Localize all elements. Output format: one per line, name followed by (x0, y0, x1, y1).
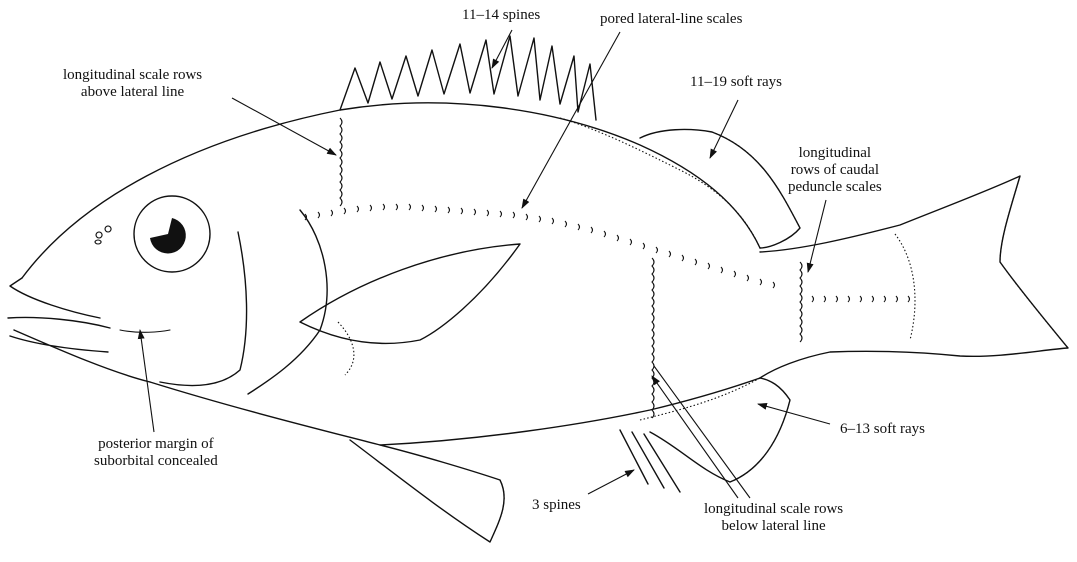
fish-snout (8, 278, 150, 382)
label-peduncle-rows-line2: rows of caudal (788, 162, 882, 179)
label-peduncle-rows-line3: peduncle scales (788, 179, 882, 196)
leader-peduncle-rows (808, 200, 826, 272)
label-scale-rows-below-line2: below lateral line (704, 518, 843, 535)
soft-dorsal-fin-edge (712, 132, 800, 228)
label-scale-rows-below: longitudinal scale rows below lateral li… (704, 501, 843, 535)
tail-fin-rays-edge (895, 176, 1068, 348)
label-anal-spines-text: 3 spines (532, 497, 581, 514)
pectoral-fin-base (338, 322, 354, 375)
label-dorsal-spines-text: 11–14 spines (462, 7, 540, 24)
dorsal-spine-membrane (560, 118, 760, 248)
scale-row-below (652, 258, 654, 418)
peduncle-scale-row (800, 262, 802, 342)
label-anal-spines: 3 spines (532, 497, 581, 514)
label-scale-rows-above-line1: longitudinal scale rows (63, 67, 202, 84)
leader-suborbital (140, 330, 154, 432)
label-dorsal-spines: 11–14 spines (462, 7, 540, 24)
peduncle-scales (812, 296, 910, 302)
leader-soft-rays-dorsal (710, 100, 738, 158)
label-peduncle-rows: longitudinal rows of caudal peduncle sca… (788, 145, 882, 196)
label-scale-rows-above: longitudinal scale rows above lateral li… (63, 67, 202, 101)
label-anal-soft-rays-text: 6–13 soft rays (840, 421, 925, 438)
leader-pored-scales (522, 32, 620, 208)
pelvic-fin (350, 440, 504, 542)
leader-dorsal-spines (492, 30, 512, 68)
fish-back-outline (22, 103, 760, 278)
label-peduncle-rows-line1: longitudinal (788, 145, 882, 162)
leader-scale-rows-above (232, 98, 336, 155)
label-scale-rows-below-line1: longitudinal scale rows (704, 501, 843, 518)
soft-dorsal-fin (640, 130, 800, 248)
pectoral-fin (300, 244, 520, 343)
suborbital-line (120, 330, 170, 332)
label-anal-soft-rays: 6–13 soft rays (840, 421, 925, 438)
label-scale-rows-above-line2: above lateral line (63, 84, 202, 101)
label-suborbital-line2: suborbital concealed (94, 453, 218, 470)
label-dorsal-soft-rays: 11–19 soft rays (690, 74, 782, 91)
leader-anal-spines (588, 470, 634, 494)
opercle-outline (248, 210, 327, 394)
label-dorsal-soft-rays-text: 11–19 soft rays (690, 74, 782, 91)
label-pored-scales: pored lateral-line scales (600, 11, 742, 28)
scale-row-above (340, 118, 342, 206)
anal-fin-edge (640, 378, 790, 482)
eye-pupil (150, 218, 186, 254)
dorsal-spines (340, 36, 596, 120)
label-suborbital: posterior margin of suborbital concealed (94, 436, 218, 470)
label-suborbital-line1: posterior margin of (94, 436, 218, 453)
lateral-line-scales (305, 204, 775, 288)
nostrils (95, 226, 111, 244)
fish-belly-outline (150, 378, 760, 445)
label-pored-scales-text: pored lateral-line scales (600, 11, 742, 28)
caudal-peduncle-top (760, 176, 1068, 378)
leader-anal-soft-rays (758, 404, 830, 424)
